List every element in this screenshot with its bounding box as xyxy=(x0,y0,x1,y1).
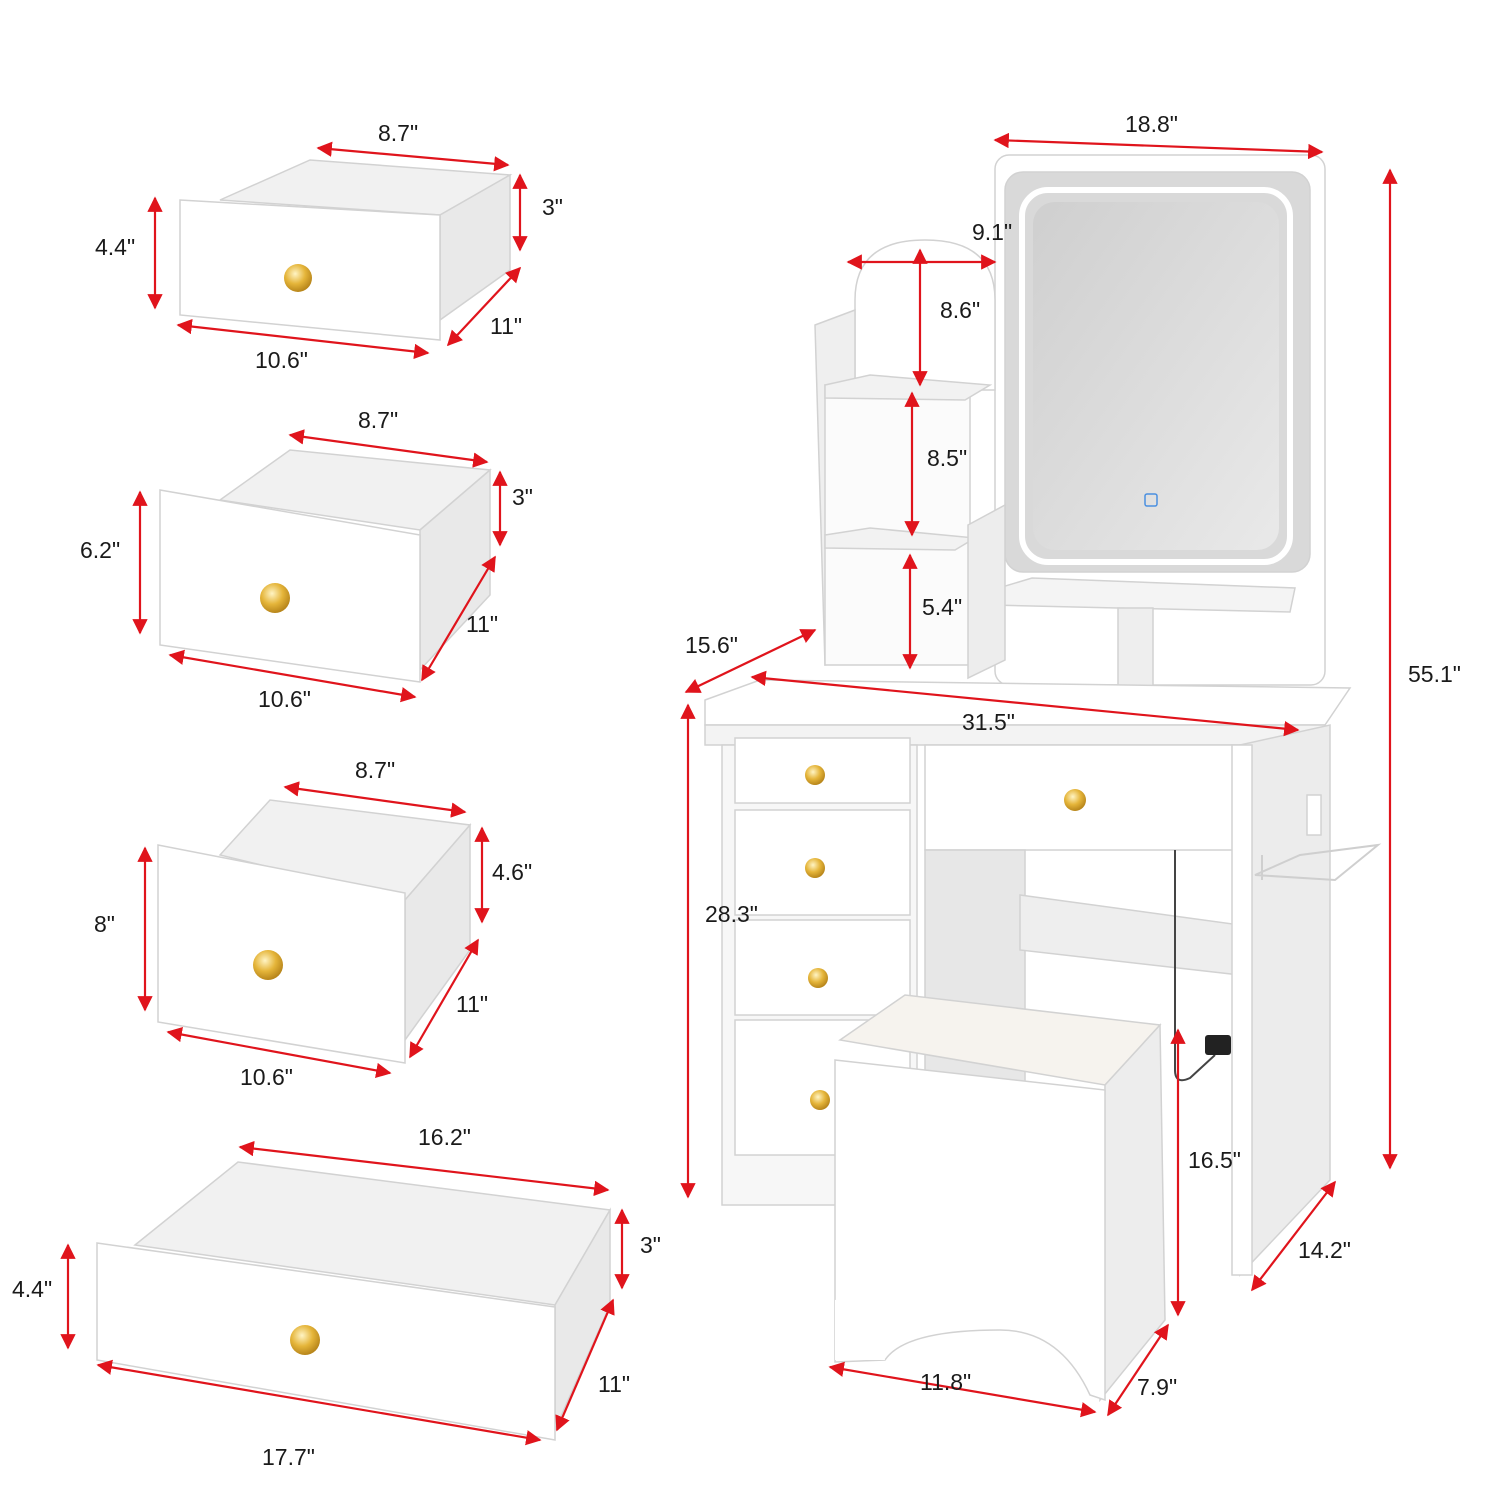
arrow-table-depth xyxy=(684,629,817,693)
drawer-3-arrow-width-front xyxy=(166,1026,392,1079)
drawer-2-depth-top-label: 8.7" xyxy=(358,407,398,433)
center-drawer-knob xyxy=(1064,789,1086,811)
touch-switch-icon xyxy=(1144,493,1158,507)
drawer-2-width-front-label: 10.6" xyxy=(258,686,311,712)
drawer-2-knob xyxy=(260,583,290,613)
left-drawer-1-knob xyxy=(805,765,825,785)
drawer-3-arrow-depth-side xyxy=(409,938,479,1059)
hair-tool-holder xyxy=(1254,843,1382,882)
tabletop xyxy=(704,679,1352,726)
drawer-1-arrow-depth-top xyxy=(316,141,510,172)
drawer-3-depth-side-label: 11" xyxy=(456,991,488,1017)
top-shelf-height-label: 8.6" xyxy=(940,297,980,323)
drawer-1-knob xyxy=(284,264,312,292)
drawer-4-depth-top-label: 16.2" xyxy=(418,1124,471,1150)
drawer-4: 16.2" 4.4" 3" 17.7" 11" xyxy=(12,1124,661,1470)
drawer-3: 8.7" 8" 4.6" 10.6" 11" xyxy=(94,757,532,1090)
low-shelf-height-label: 5.4" xyxy=(922,594,962,620)
arrow-stool-width xyxy=(828,1361,1097,1418)
top-shelf-width-label: 9.1" xyxy=(972,219,1012,245)
shelf-middle xyxy=(824,527,978,551)
shelf-tower-body xyxy=(824,384,971,666)
drawer-1: 8.7" 4.4" 3" 10.6" 11" xyxy=(95,120,563,373)
drawer-4-height-front-label: 4.4" xyxy=(12,1276,52,1302)
drawer-2-front xyxy=(159,489,421,683)
drawer-4-arrow-depth-top xyxy=(238,1140,610,1197)
total-height-label: 55.1" xyxy=(1408,661,1461,687)
power-adapter xyxy=(1205,1035,1231,1055)
drawer-2-arrow-depth-top xyxy=(288,429,489,468)
drawer-1-width-front-label: 10.6" xyxy=(255,347,308,373)
drawer-3-height-front-label: 8" xyxy=(94,911,115,937)
drawer-2-height-inner-label: 3" xyxy=(512,484,533,510)
table-depth-label: 15.6" xyxy=(685,632,738,658)
shelf-top xyxy=(824,374,993,401)
shelf-side-partition xyxy=(967,503,1006,680)
drawer-4-depth-side-label: 11" xyxy=(598,1371,630,1397)
drawer-2-depth-side-label: 11" xyxy=(466,611,498,637)
drawer-3-height-inner-label: 4.6" xyxy=(492,859,532,885)
drawer-3-front xyxy=(157,844,406,1064)
drawer-1-front xyxy=(179,199,441,341)
table-width-label: 31.5" xyxy=(962,709,1015,735)
drawer-2-arrow-width-front xyxy=(168,649,417,703)
drawer-2: 8.7" 6.2" 3" 10.6" 11" xyxy=(80,407,533,712)
knee-rail xyxy=(1019,894,1241,976)
mirror-width-label: 18.8" xyxy=(1125,111,1178,137)
right-leg-front xyxy=(1231,744,1253,1276)
drawer-4-width-front-label: 17.7" xyxy=(262,1444,315,1470)
drawer-4-knob xyxy=(290,1325,320,1355)
arrow-mirror-width xyxy=(993,132,1324,160)
mirror-shelf-divider xyxy=(1117,607,1154,691)
leg-depth-label: 14.2" xyxy=(1298,1237,1351,1263)
stool-height-label: 16.5" xyxy=(1188,1147,1241,1173)
drawer-2-height-front-label: 6.2" xyxy=(80,537,120,563)
left-drawer-2-knob xyxy=(805,858,825,878)
stool-front-cutout xyxy=(835,1298,885,1360)
drawer-1-depth-top-label: 8.7" xyxy=(378,120,418,146)
drawer-1-height-front-label: 4.4" xyxy=(95,234,135,260)
drawer-2-arrow-depth-side xyxy=(421,555,496,682)
drawer-1-arrow-depth-side xyxy=(446,266,522,347)
mid-shelf-height-label: 8.5" xyxy=(927,445,967,471)
left-drawer-3-knob xyxy=(808,968,828,988)
vanity: 18.8" 9.1" 8.6" 8.5" 5.4" 55.1" 15.6" 31… xyxy=(680,111,1461,1418)
drawer-1-arrow-width-front xyxy=(176,318,430,360)
left-drawer-3 xyxy=(734,919,911,1016)
drawer-1-height-inner-label: 3" xyxy=(542,194,563,220)
left-drawer-4-knob xyxy=(810,1090,830,1110)
drawer-1-depth-side-label: 11" xyxy=(490,313,522,339)
arrow-table-width xyxy=(750,670,1300,737)
stool-width-label: 11.8" xyxy=(920,1369,971,1395)
drawer-3-depth-top-label: 8.7" xyxy=(355,757,395,783)
stool-depth-label: 7.9" xyxy=(1137,1374,1177,1400)
drawer-3-arrow-depth-top xyxy=(283,781,467,818)
drawer-3-width-front-label: 10.6" xyxy=(240,1064,293,1090)
drawer-3-knob xyxy=(253,950,283,980)
mirror-glass xyxy=(1033,202,1279,550)
table-height-label: 28.3" xyxy=(705,901,758,927)
arrow-stool-depth xyxy=(1107,1323,1169,1417)
drawer-4-arrow-depth-side xyxy=(555,1298,615,1432)
power-outlet xyxy=(1306,794,1322,836)
mirror-light-ring xyxy=(1019,187,1293,565)
drawer-4-arrow-width-front xyxy=(96,1359,542,1446)
drawer-4-height-inner-label: 3" xyxy=(640,1232,661,1258)
arrow-leg-depth xyxy=(1251,1180,1336,1292)
